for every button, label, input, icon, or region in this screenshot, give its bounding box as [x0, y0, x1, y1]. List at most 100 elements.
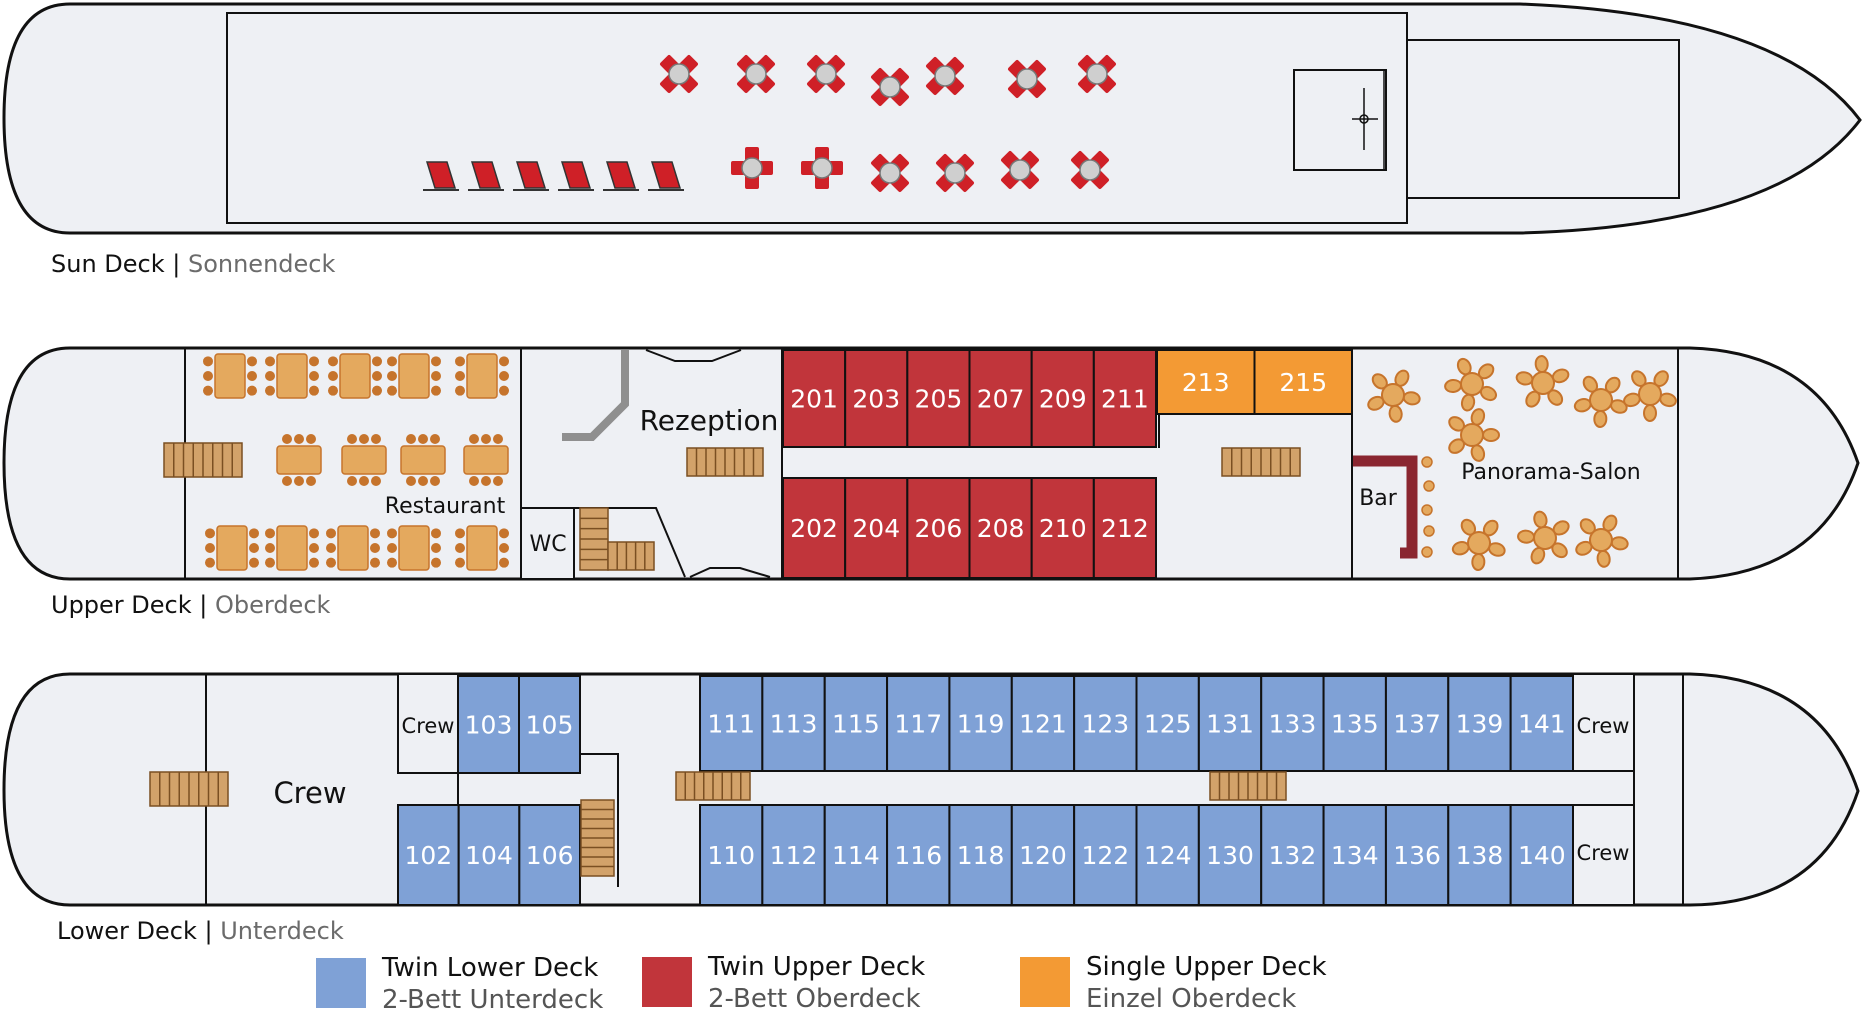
- cabin-106[interactable]: 106: [518, 804, 581, 906]
- cabin-cell[interactable]: [906, 349, 971, 448]
- cabin-133[interactable]: 133: [1260, 675, 1325, 772]
- cabin-cell[interactable]: [886, 675, 951, 772]
- cabin-cell[interactable]: [1010, 675, 1076, 772]
- cabin-105[interactable]: 105: [518, 675, 581, 774]
- cabin-215[interactable]: 215: [1253, 349, 1353, 415]
- restaurant-table: [203, 353, 257, 399]
- cabin-208[interactable]: 208: [968, 477, 1033, 579]
- cabin-201[interactable]: 201: [782, 349, 847, 448]
- restaurant-table: [326, 525, 380, 571]
- cabin-cell[interactable]: [948, 675, 1013, 772]
- cabin-cell[interactable]: [1156, 349, 1256, 415]
- cabin-131[interactable]: 131: [1197, 675, 1263, 772]
- cabin-114[interactable]: 114: [823, 804, 889, 906]
- cabin-cell[interactable]: [844, 349, 909, 448]
- cabin-cell[interactable]: [1030, 477, 1095, 579]
- cabin-cell[interactable]: [782, 477, 847, 579]
- cabin-121[interactable]: 121: [1010, 675, 1076, 772]
- cabin-cell[interactable]: [1260, 804, 1325, 906]
- cabin-139[interactable]: 139: [1447, 675, 1512, 772]
- cabin-112[interactable]: 112: [761, 804, 826, 906]
- cabin-141[interactable]: 141: [1509, 675, 1574, 772]
- cabin-cell[interactable]: [1135, 804, 1200, 906]
- legend-twin-lower: Twin Lower Deck 2-Bett Unterdeck: [316, 952, 603, 1016]
- cabin-cell[interactable]: [1073, 675, 1138, 772]
- cabin-cell[interactable]: [1509, 804, 1574, 906]
- cabin-cell[interactable]: [1260, 675, 1325, 772]
- cabin-cell[interactable]: [886, 804, 951, 906]
- cabin-cell[interactable]: [844, 477, 909, 579]
- cabin-206[interactable]: 206: [906, 477, 971, 579]
- cabin-cell[interactable]: [948, 804, 1013, 906]
- cabin-cell[interactable]: [1073, 804, 1138, 906]
- cabin-cell[interactable]: [699, 675, 764, 772]
- cabin-number: 207: [977, 385, 1025, 414]
- cabin-205[interactable]: 205: [906, 349, 971, 448]
- reception-label: Rezeption: [640, 404, 779, 437]
- cabin-cell[interactable]: [457, 675, 520, 774]
- legend-swatch-single-upper: [1020, 957, 1070, 1007]
- cabin-cell[interactable]: [823, 804, 889, 906]
- cabin-cell[interactable]: [1092, 349, 1158, 448]
- cabin-130[interactable]: 130: [1197, 804, 1263, 906]
- cabin-118[interactable]: 118: [948, 804, 1013, 906]
- stairs-lower-forward: [1209, 771, 1287, 801]
- legend-swatch-twin-lower: [316, 958, 366, 1008]
- cabin-138[interactable]: 138: [1447, 804, 1512, 906]
- cabin-cell[interactable]: [1197, 804, 1263, 906]
- sun-table: [1008, 60, 1046, 98]
- cabin-cell[interactable]: [1384, 804, 1450, 906]
- cabin-123[interactable]: 123: [1073, 675, 1138, 772]
- cabin-122[interactable]: 122: [1073, 804, 1138, 906]
- cabin-cell[interactable]: [1447, 675, 1512, 772]
- cabin-cell[interactable]: [518, 804, 581, 906]
- cabin-202[interactable]: 202: [782, 477, 847, 579]
- cabin-140[interactable]: 140: [1509, 804, 1574, 906]
- cabin-132[interactable]: 132: [1260, 804, 1325, 906]
- cabin-cell[interactable]: [906, 477, 971, 579]
- cabin-209[interactable]: 209: [1030, 349, 1095, 448]
- cabin-119[interactable]: 119: [948, 675, 1013, 772]
- cabin-cell[interactable]: [1322, 675, 1387, 772]
- cabin-cell[interactable]: [699, 804, 764, 906]
- cabin-cell[interactable]: [968, 349, 1033, 448]
- cabin-cell[interactable]: [1197, 675, 1263, 772]
- cabin-cell[interactable]: [968, 477, 1033, 579]
- cabin-116[interactable]: 116: [886, 804, 951, 906]
- cabin-204[interactable]: 204: [844, 477, 909, 579]
- cabin-203[interactable]: 203: [844, 349, 909, 448]
- cabin-cell[interactable]: [1384, 675, 1450, 772]
- cabin-cell[interactable]: [457, 804, 521, 906]
- cabin-104[interactable]: 104: [457, 804, 521, 906]
- cabin-134[interactable]: 134: [1322, 804, 1387, 906]
- cabin-cell[interactable]: [1253, 349, 1353, 415]
- cabin-137[interactable]: 137: [1384, 675, 1450, 772]
- cabin-211[interactable]: 211: [1092, 349, 1158, 448]
- cabin-cell[interactable]: [761, 675, 826, 772]
- cabin-cell[interactable]: [1322, 804, 1387, 906]
- cabin-124[interactable]: 124: [1135, 804, 1200, 906]
- cabin-117[interactable]: 117: [886, 675, 951, 772]
- cabin-cell[interactable]: [1509, 675, 1574, 772]
- restaurant-table: [341, 434, 387, 486]
- cabin-111[interactable]: 111: [699, 675, 764, 772]
- cabin-136[interactable]: 136: [1384, 804, 1450, 906]
- cabin-cell[interactable]: [761, 804, 826, 906]
- cabin-113[interactable]: 113: [761, 675, 826, 772]
- cabin-cell[interactable]: [1135, 675, 1200, 772]
- cabin-207[interactable]: 207: [968, 349, 1033, 448]
- cabin-115[interactable]: 115: [823, 675, 889, 772]
- cabin-135[interactable]: 135: [1322, 675, 1387, 772]
- cabin-120[interactable]: 120: [1010, 804, 1076, 906]
- cabin-102[interactable]: 102: [397, 804, 460, 906]
- cabin-110[interactable]: 110: [699, 804, 764, 906]
- cabin-210[interactable]: 210: [1030, 477, 1095, 579]
- cabin-cell[interactable]: [518, 675, 581, 774]
- panorama-label: Panorama-Salon: [1461, 460, 1641, 485]
- cabin-103[interactable]: 103: [457, 675, 520, 774]
- cabin-212[interactable]: 212: [1092, 477, 1158, 579]
- cabin-cell[interactable]: [823, 675, 889, 772]
- cabin-125[interactable]: 125: [1135, 675, 1200, 772]
- cabin-cell[interactable]: [1092, 477, 1158, 579]
- cabin-213[interactable]: 213: [1156, 349, 1256, 415]
